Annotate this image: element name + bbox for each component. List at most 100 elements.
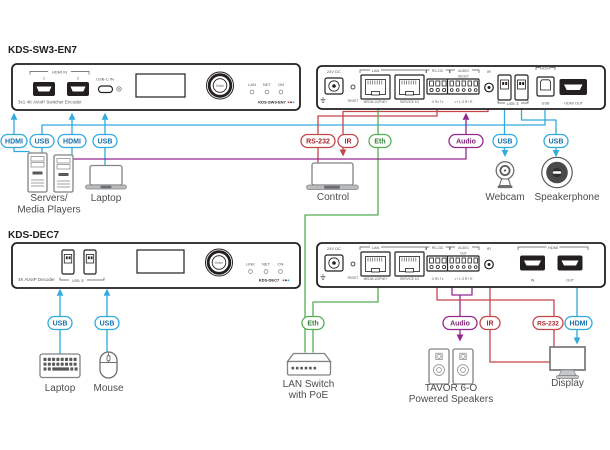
svg-text:LAN: LAN: [372, 68, 380, 73]
link-pill-hdmi-1: HDMI: [0, 133, 28, 149]
svg-text:HOST: HOST: [540, 66, 552, 71]
svg-text:AUDIO: AUDIO: [458, 246, 469, 250]
svg-text:Enter: Enter: [216, 84, 225, 88]
svg-text:ON: ON: [278, 82, 284, 87]
svg-text:LINK: LINK: [246, 262, 255, 267]
svg-text:RESET: RESET: [348, 99, 359, 103]
svg-text:KDS-SW3-EN7: KDS-SW3-EN7: [258, 100, 286, 105]
link-pill-usb-1: USB: [29, 133, 55, 149]
svg-text:HDMI: HDMI: [548, 245, 558, 250]
speakerphone-caption: Speakerphone: [534, 192, 599, 203]
link-pill-audio-top: Audio: [448, 133, 484, 149]
svg-text:HDMI IN: HDMI IN: [52, 70, 67, 75]
svg-text:RS-232: RS-232: [432, 69, 444, 73]
link-pill-ir-top: IR: [337, 133, 359, 149]
ir-port: IR: [484, 69, 494, 93]
encoder-front-panel: HDMI IN 1 2 USB-C IN 3x1 4K AVoIP Switch…: [11, 63, 301, 111]
encoder-title: KDS-SW3-EN7: [8, 45, 77, 56]
svg-text:24V DC: 24V DC: [327, 246, 341, 251]
encoder-nav-knob: Enter: [206, 71, 234, 100]
svg-text:HDMI: HDMI: [570, 321, 588, 328]
svg-text:IR: IR: [345, 139, 352, 146]
decoder-lan-service-port: SERVICE 1G: [394, 251, 425, 281]
usb-host-port: HOST USB: [535, 66, 556, 106]
laptop-source-icon: Laptop: [85, 164, 127, 204]
servers-icon: Servers/ Media Players: [17, 152, 81, 216]
svg-text:IR: IR: [487, 246, 491, 251]
svg-text:Enter: Enter: [215, 261, 224, 265]
svg-text:L+ L G R+ R: L+ L G R+ R: [455, 277, 473, 281]
decoder-reset-button: RESET: [348, 261, 359, 280]
link-pill-usb-webcam: USB: [492, 133, 518, 149]
lan-switch-icon: LAN Switch with PoE: [283, 352, 334, 401]
link-pill-eth-top: Eth: [368, 133, 392, 149]
svg-text:HDMI: HDMI: [5, 139, 23, 146]
decoder-lan-media-port: MEDIA 1G/PoE+: [360, 251, 391, 281]
decoder-back-panel: 24V DC RESET LAN MEDIA 1G/PoE+: [316, 242, 606, 288]
svg-text:Eth: Eth: [374, 139, 385, 146]
power-connector: 24V DC: [320, 69, 344, 103]
control-caption: Control: [317, 192, 349, 203]
webcam-caption: Webcam: [485, 192, 524, 203]
decoder-lcd-display: [136, 249, 185, 274]
svg-text:MEDIA 1G/PoE+: MEDIA 1G/PoE+: [364, 277, 388, 281]
lan-ports: LAN MEDIA 1G/PoE+ SERVICE 1G: [359, 68, 427, 104]
svg-text:USB ②: USB ②: [507, 102, 520, 106]
link-pill-usb-speakerphone: USB: [543, 133, 569, 149]
display-caption: Display: [551, 378, 584, 389]
laptop-source-caption: Laptop: [91, 193, 122, 204]
link-pill-hdmi-bottom: HDMI: [564, 315, 593, 331]
svg-text:Audio: Audio: [450, 321, 470, 328]
server-tower-2: [53, 154, 74, 193]
svg-text:RS-232: RS-232: [306, 139, 330, 146]
svg-text:HDMI: HDMI: [63, 139, 81, 146]
control-laptop-icon: Control: [306, 162, 359, 203]
svg-text:USB: USB: [53, 321, 68, 328]
encoder-model-tag: KDS-SW3-EN7: [258, 100, 295, 105]
server-tower-1: [27, 152, 48, 193]
link-pill-rs232-top: RS-232: [300, 133, 336, 149]
decoder-hdmi-ports: HDMI IN OUT: [517, 245, 589, 283]
svg-text:AUDIO: AUDIO: [458, 69, 469, 73]
svg-text:OUT: OUT: [460, 252, 467, 256]
hdmi-in-2-port: [67, 82, 89, 96]
svg-text:24V DC: 24V DC: [327, 69, 341, 74]
decoder-status-leds: LINK NET ON: [246, 262, 284, 274]
encoder-lcd-display: [135, 73, 186, 98]
mouse-caption: Mouse: [93, 383, 123, 394]
reset-button: RESET: [348, 84, 359, 103]
svg-text:G Rx Tx: G Rx Tx: [432, 100, 444, 104]
hdmi-out-port: HDMI OUT: [559, 79, 587, 106]
link-pill-usb-2: USB: [92, 133, 118, 149]
servers-caption-line1: Servers/: [30, 193, 67, 204]
decoder-hdmi-out-port: OUT: [557, 255, 583, 283]
svg-text:IR: IR: [487, 69, 491, 74]
svg-text:Eth: Eth: [307, 321, 318, 328]
audio-terminal: AUDIO IN/OUT L+ L G R+ R: [446, 69, 480, 104]
svg-text:RESET: RESET: [348, 276, 359, 280]
svg-text:HDMI OUT: HDMI OUT: [564, 102, 583, 106]
usbc-lock-icon: [116, 86, 122, 92]
usb-a-ports: USB ②: [497, 74, 529, 106]
lan-media-port: MEDIA 1G/PoE+: [360, 74, 391, 104]
svg-text:RS-232: RS-232: [537, 321, 559, 328]
svg-text:USB: USB: [549, 139, 564, 146]
svg-text:NET: NET: [263, 82, 272, 87]
keyboard-icon: Laptop: [39, 353, 81, 394]
svg-text:G Rx Tx: G Rx Tx: [432, 277, 444, 281]
top-connection-lines: [10, 93, 560, 353]
decoder-ir-port: IR: [484, 246, 494, 270]
svg-text:USB: USB: [98, 139, 113, 146]
display-icon: Display: [549, 346, 586, 389]
encoder-status-leds: LAN NET ON: [248, 82, 284, 95]
svg-text:Audio: Audio: [456, 139, 476, 146]
decoder-model-tag: KDS-DEC7: [259, 278, 290, 283]
svg-text:IN: IN: [531, 279, 535, 283]
link-pill-eth-bottom: Eth: [301, 315, 325, 331]
hdmi-in-1-port: [33, 82, 55, 96]
decoder-title: KDS-DEC7: [8, 230, 60, 241]
svg-text:SERVICE 1G: SERVICE 1G: [400, 277, 420, 281]
svg-text:IN/OUT: IN/OUT: [458, 75, 469, 79]
svg-text:USB: USB: [35, 139, 50, 146]
